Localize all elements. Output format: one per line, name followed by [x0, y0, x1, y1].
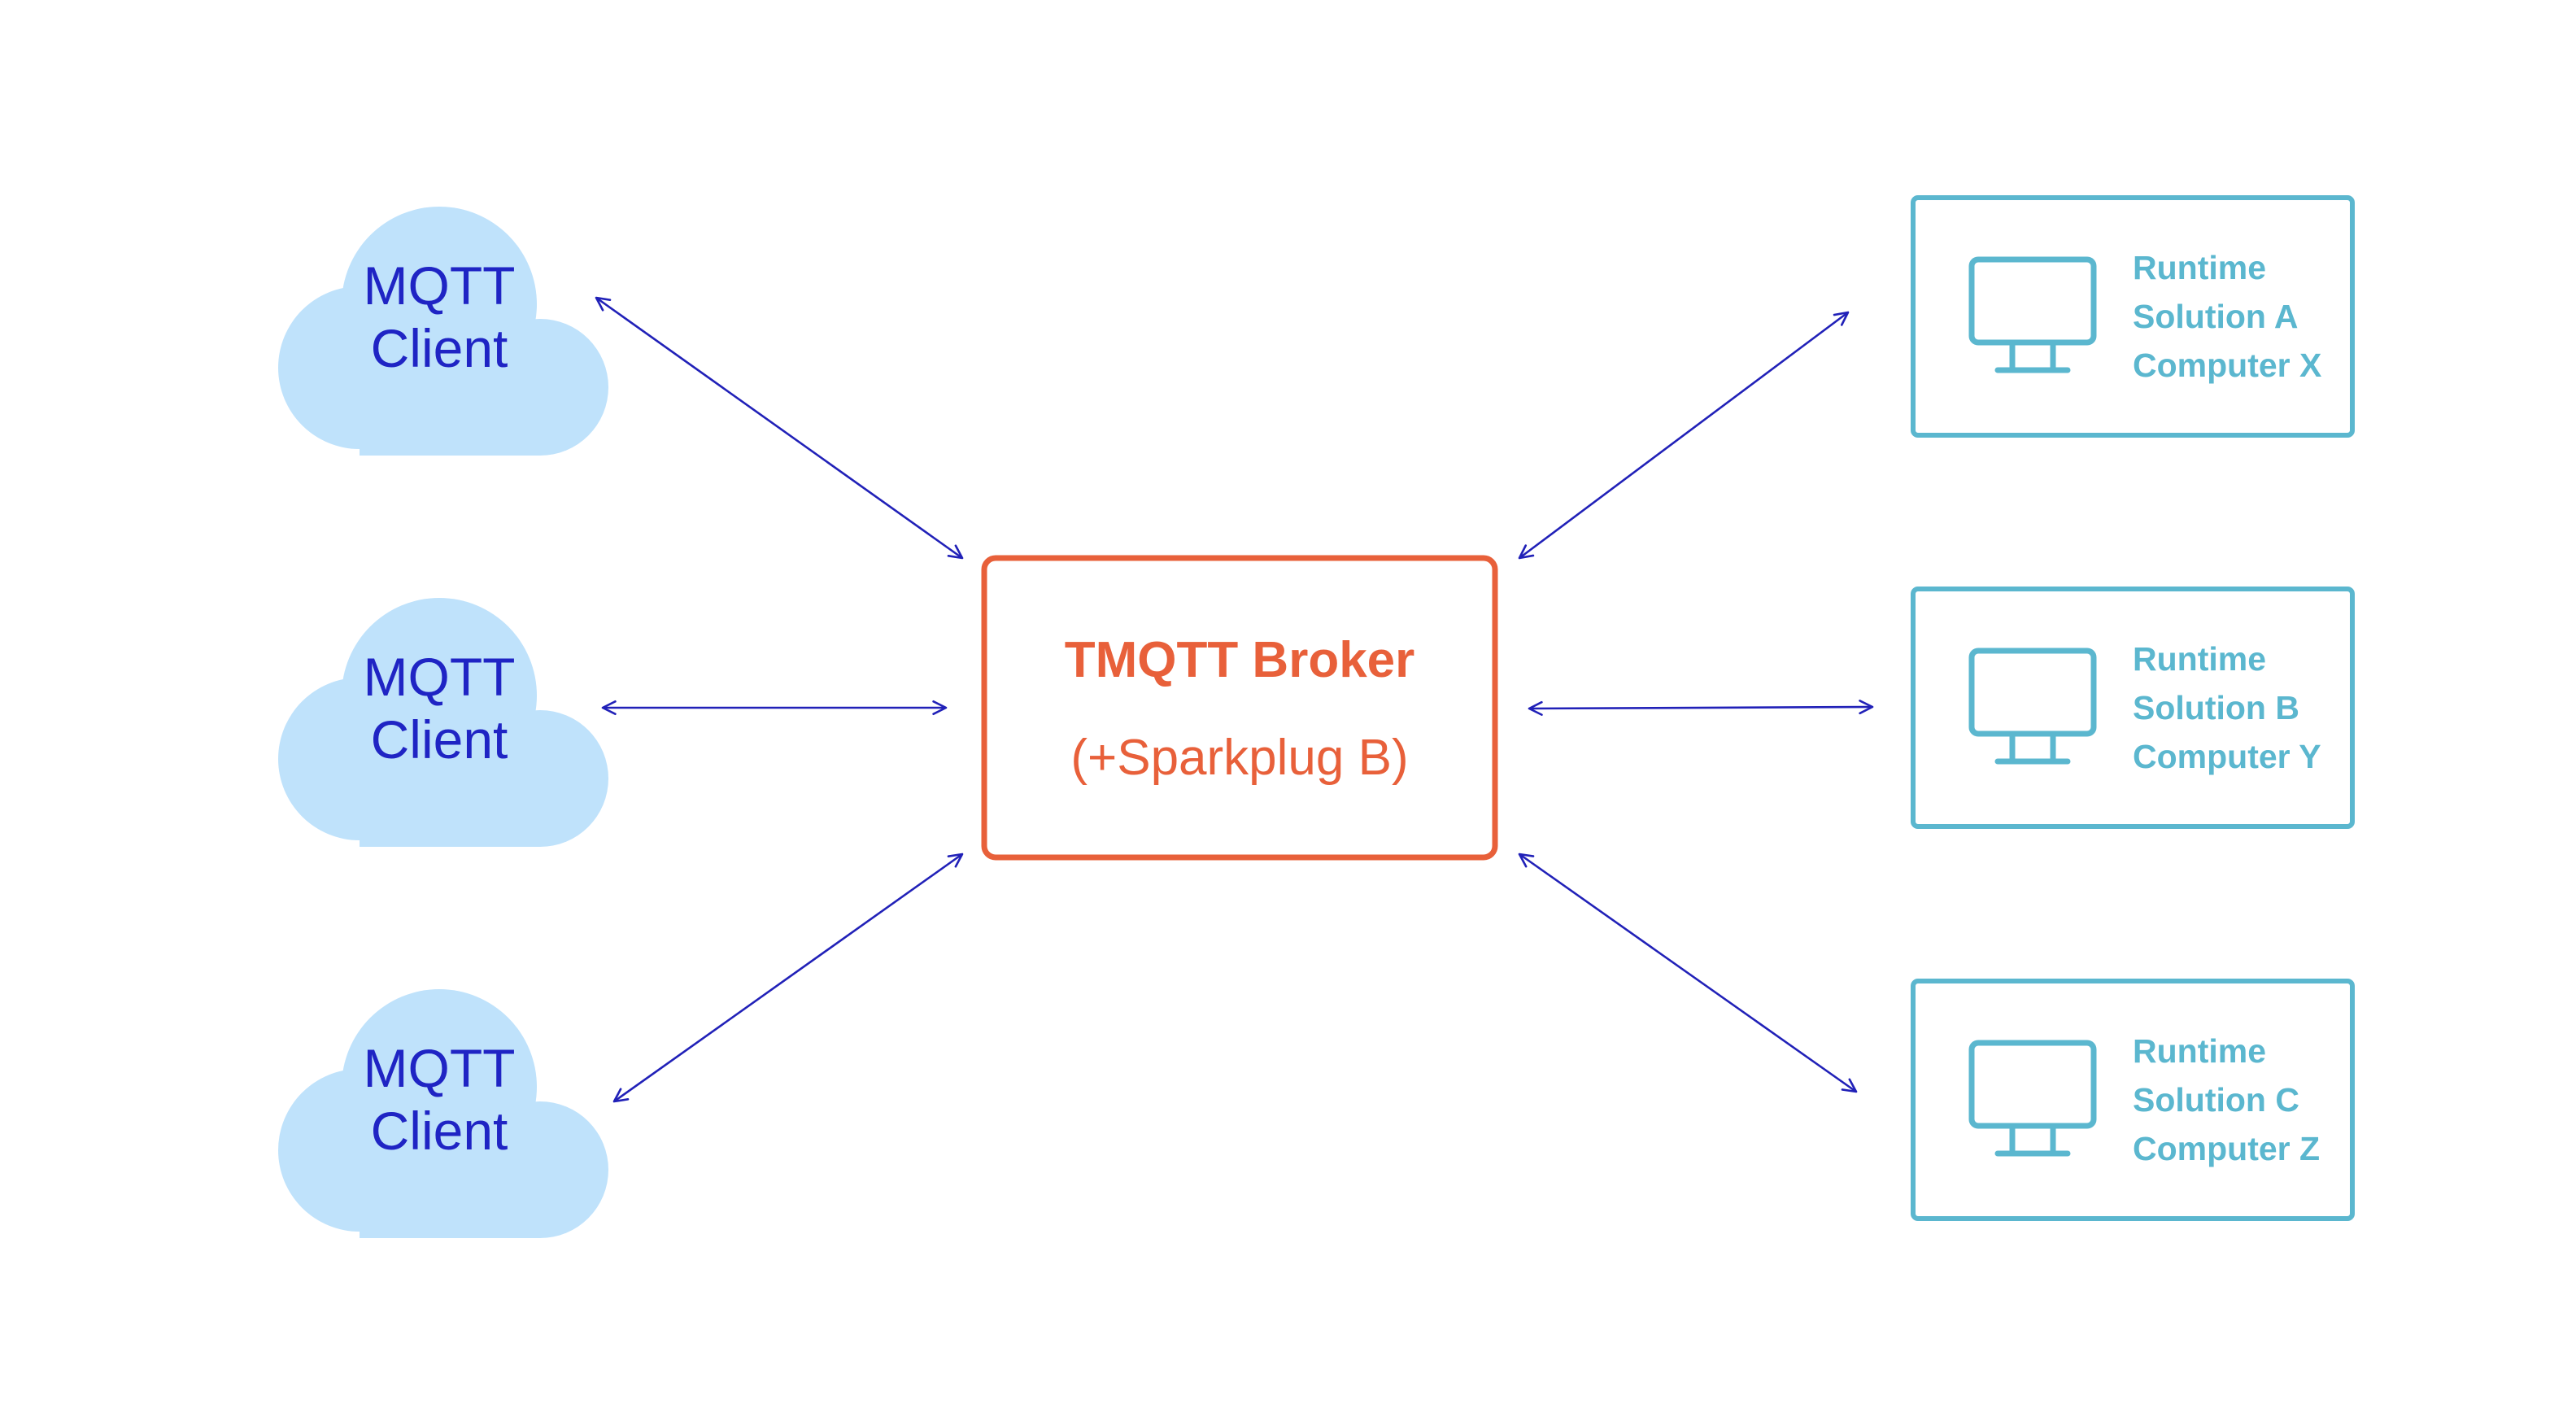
broker-node: TMQTT Broker (+Sparkplug B) — [981, 555, 1498, 861]
connection-arrow-runtime-a — [1518, 311, 1850, 560]
broker-box — [981, 555, 1498, 861]
runtime-node-b: Runtime Solution B Computer Y — [1911, 587, 2355, 829]
connections — [595, 296, 1874, 1103]
connection-arrow-client-1 — [595, 296, 964, 560]
runtime-label-line1: Runtime — [2133, 249, 2266, 286]
runtime-node-a: Runtime Solution A Computer X — [1911, 195, 2355, 438]
client-label-line1: MQTT — [364, 647, 516, 707]
runtime-node-c: Runtime Solution C Computer Z — [1911, 979, 2355, 1221]
client-label-line1: MQTT — [364, 1038, 516, 1098]
monitor-icon — [1968, 648, 2097, 765]
mqtt-client-1: MQTT Client — [278, 207, 608, 456]
connection-arrow-runtime-b — [1528, 700, 1874, 716]
broker-subtitle: (+Sparkplug B) — [1070, 730, 1408, 786]
mqtt-client-3: MQTT Client — [278, 989, 608, 1238]
connection-arrow-client-3 — [612, 853, 964, 1103]
client-label-line2: Client — [371, 318, 508, 378]
runtime-label-line1: Runtime — [2133, 1032, 2266, 1070]
runtime-label-line2: Solution B — [2133, 689, 2299, 726]
broker-title: TMQTT Broker — [1065, 632, 1415, 688]
client-label-line1: MQTT — [364, 255, 516, 316]
monitor-icon — [1968, 256, 2097, 373]
runtime-label-line2: Solution A — [2133, 298, 2298, 335]
runtime-label-line3: Computer Z — [2133, 1130, 2320, 1167]
mqtt-client-2: MQTT Client — [278, 598, 608, 847]
connection-arrow-runtime-c — [1518, 853, 1858, 1093]
client-label-line2: Client — [371, 1101, 508, 1161]
client-label-line2: Client — [371, 709, 508, 770]
monitor-icon — [1968, 1040, 2097, 1157]
runtime-label-line3: Computer X — [2133, 347, 2321, 384]
runtime-label-line2: Solution C — [2133, 1081, 2299, 1119]
runtime-label-line3: Computer Y — [2133, 738, 2321, 775]
runtime-label-line1: Runtime — [2133, 640, 2266, 678]
